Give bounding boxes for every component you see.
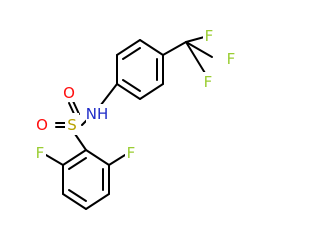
- bond: [139, 39, 164, 56]
- bond: [62, 193, 87, 210]
- bond: [62, 149, 87, 166]
- bond: [116, 83, 141, 100]
- bond: [85, 193, 110, 210]
- atom-fluorine: F: [203, 26, 215, 45]
- molecule-structure-diagram: F F F NH S O O F: [34, 26, 237, 210]
- atom-label: F: [127, 144, 136, 162]
- atom-labels: F F F NH S O O F: [34, 26, 237, 162]
- bond: [185, 41, 213, 58]
- atom-label: O: [63, 84, 75, 102]
- bond: [139, 83, 164, 100]
- bond: [68, 157, 87, 170]
- atom-sulfur: S: [65, 113, 79, 135]
- bond: [45, 154, 64, 166]
- atom-oxygen: O: [34, 115, 50, 135]
- atom-oxygen: O: [62, 82, 76, 102]
- atom-label: S: [67, 116, 77, 134]
- bond: [122, 79, 141, 92]
- bond: [74, 133, 87, 151]
- bond: [108, 154, 126, 166]
- bond: [72, 100, 80, 115]
- atom-fluorine: F: [202, 72, 214, 91]
- bond: [122, 47, 141, 60]
- atom-label: O: [36, 116, 48, 134]
- bond: [116, 39, 141, 56]
- atom-label: F: [204, 73, 213, 91]
- atom-fluorine: F: [225, 49, 237, 68]
- atom-fluorine: F: [34, 143, 46, 162]
- atom-nitrogen: NH: [86, 104, 111, 123]
- atom-label: F: [36, 144, 45, 162]
- bond: [85, 149, 110, 166]
- atom-label: F: [227, 50, 236, 68]
- bond: [68, 189, 87, 202]
- atom-label: NH: [86, 105, 109, 123]
- bond: [162, 41, 187, 56]
- atom-label: F: [205, 27, 214, 45]
- atom-fluorine: F: [125, 143, 137, 162]
